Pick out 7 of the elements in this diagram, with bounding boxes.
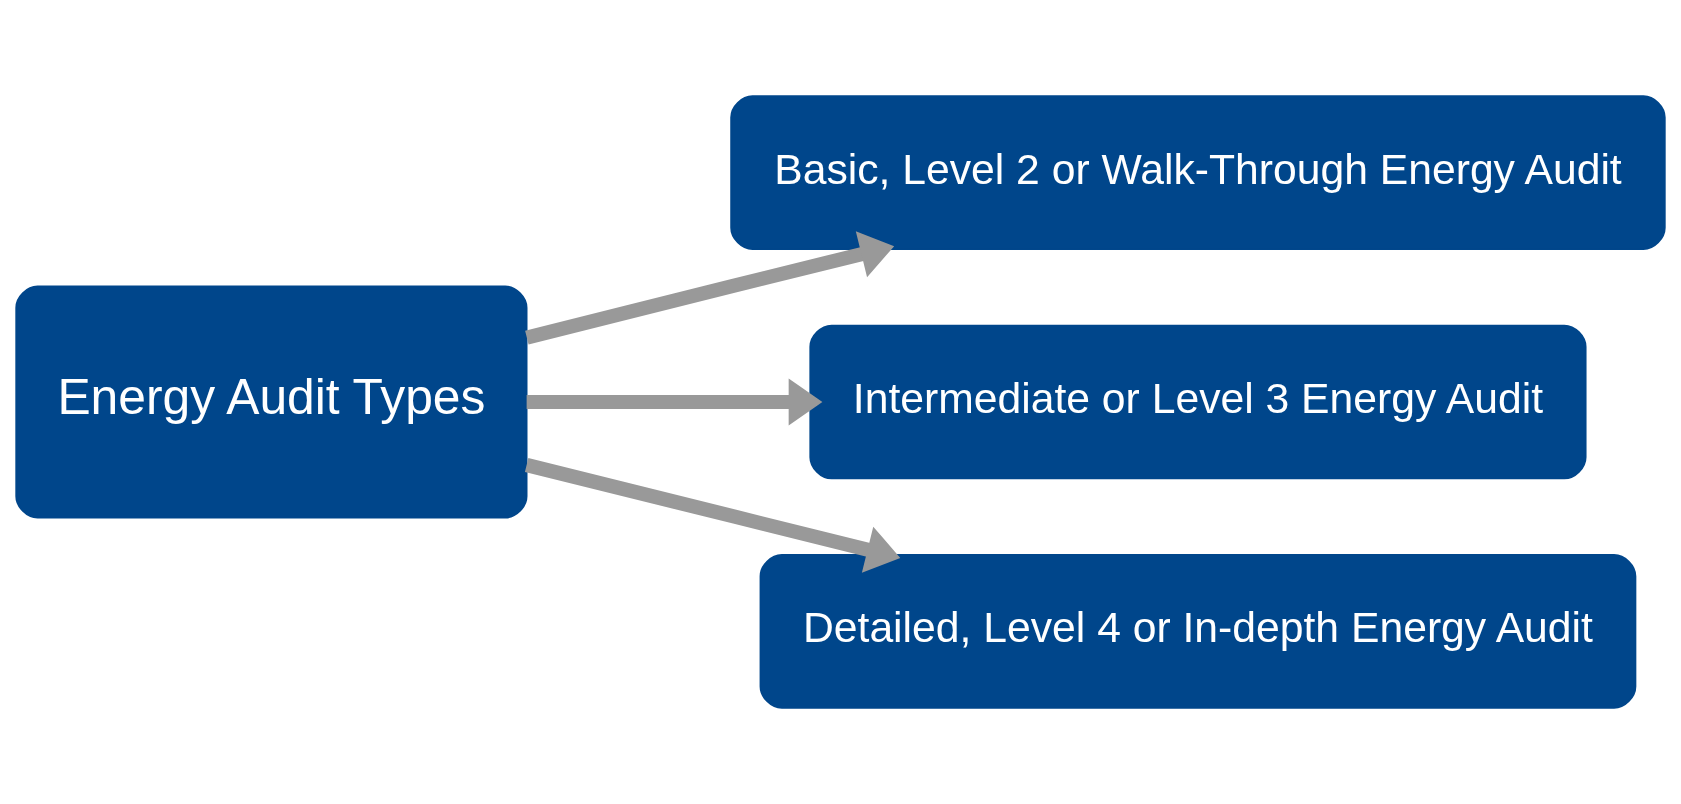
arrow bbox=[526, 378, 823, 426]
node-box: Energy Audit Types bbox=[15, 285, 528, 519]
arrow bbox=[525, 231, 895, 345]
node-box: Detailed, Level 4 or In-depth Energy Audit bbox=[759, 554, 1637, 709]
node-box: Basic, Level 2 or Walk-Through Energy Audit bbox=[730, 95, 1666, 250]
node-box: Intermediate or Level 3 Energy Audit bbox=[809, 324, 1587, 480]
arrow bbox=[524, 458, 901, 573]
